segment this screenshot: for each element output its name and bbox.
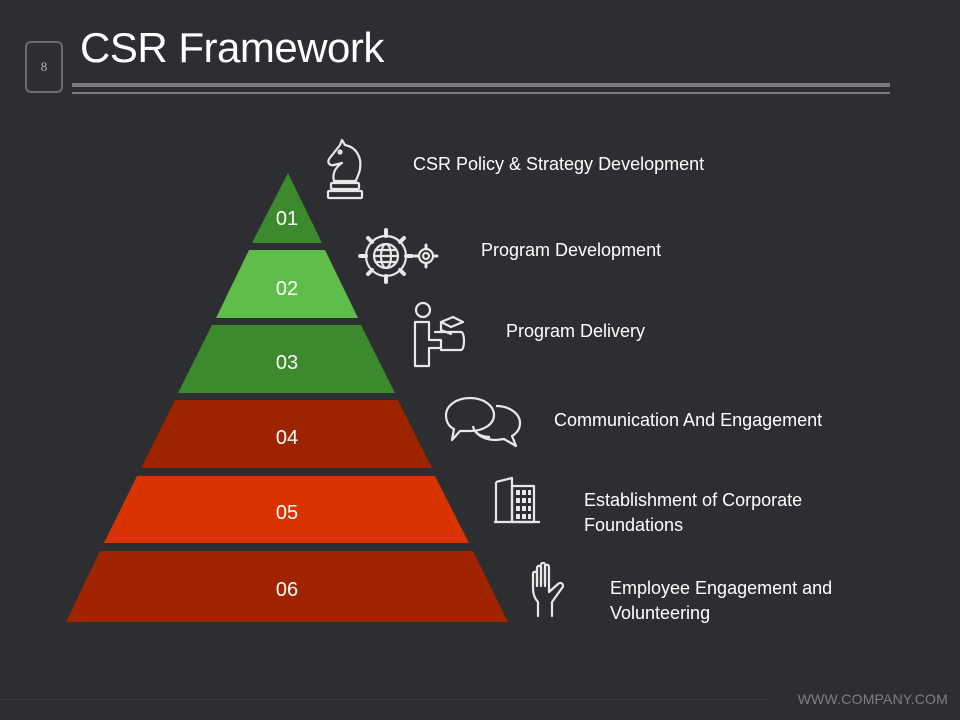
level-label-5: Establishment of Corporate Foundations [584, 490, 803, 535]
building-icon [494, 476, 540, 524]
level-label-2: Program Development [481, 240, 662, 260]
level-number-1: 01 [276, 208, 298, 230]
title-rule-thick [72, 83, 890, 87]
footer-divider [0, 699, 768, 700]
raised-hand-icon [531, 562, 565, 618]
pyramid-level-2 [216, 250, 358, 318]
pyramid-level-1 [252, 173, 322, 243]
pyramid-level-5 [104, 476, 469, 543]
pyramid-level-4 [141, 400, 432, 468]
level-number-5: 05 [276, 502, 298, 524]
slide-number: 8 [25, 41, 63, 93]
level-number-3: 03 [276, 352, 298, 374]
level-number-2: 02 [276, 278, 298, 300]
level-label-3: Program Delivery [506, 321, 646, 341]
chess-knight-icon [326, 138, 364, 200]
gears-globe-icon [358, 228, 439, 284]
title-rule-thin [72, 92, 890, 94]
page-title: CSR Framework [80, 24, 384, 71]
level-number-6: 06 [276, 579, 298, 601]
level-number-4: 04 [276, 427, 298, 449]
level-label-1: CSR Policy & Strategy Development [413, 154, 705, 174]
person-delivery-icon [413, 301, 466, 368]
pyramid-level-3 [178, 325, 395, 393]
level-label-4: Communication And Engagement [554, 410, 823, 430]
chat-bubbles-icon [444, 396, 522, 448]
level-label-6: Employee Engagement and Volunteering [610, 578, 833, 623]
pyramid-level-6 [66, 551, 508, 622]
footer-url: WWW.COMPANY.COM [797, 691, 948, 707]
